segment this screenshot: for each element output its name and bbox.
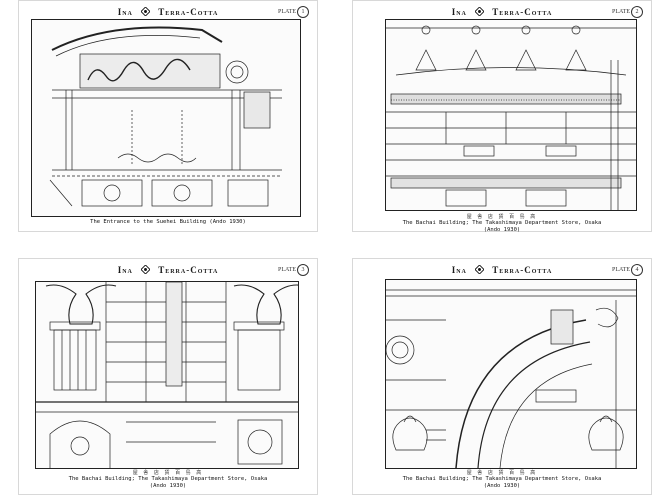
plate-header: Ina Terra-Cotta: [353, 7, 651, 17]
architectural-drawing: [385, 279, 637, 469]
plate-header: Ina Terra-Cotta: [19, 7, 317, 17]
logo-diamond-icon: [475, 7, 485, 16]
architectural-drawing: [31, 19, 301, 217]
header-left: Ina: [451, 7, 467, 17]
japanese-label: 屋 舎 店 貨 百 島 高: [466, 470, 538, 476]
architectural-drawing: [35, 281, 299, 469]
architectural-drawing: [385, 19, 637, 211]
header-left: Ina: [117, 265, 133, 275]
plate-caption: The Bachai Building; The Takashimaya Dep…: [402, 220, 602, 233]
japanese-label: 屋 舎 店 貨 百 島 高: [132, 470, 204, 476]
header-left: Ina: [117, 7, 133, 17]
header-right: Terra-Cotta: [492, 265, 553, 275]
plate-caption: The Bachai Building; The Takashimaya Dep…: [402, 476, 602, 489]
plate-header: Ina Terra-Cotta: [19, 265, 317, 275]
header-left: Ina: [451, 265, 467, 275]
header-right: Terra-Cotta: [158, 265, 219, 275]
logo-diamond-icon: [141, 265, 151, 274]
header-right: Terra-Cotta: [158, 7, 219, 17]
plate-caption: The Bachai Building; The Takashimaya Dep…: [68, 476, 268, 489]
plate-caption: The Entrance to the Suehei Building (And…: [90, 219, 246, 225]
header-right: Terra-Cotta: [492, 7, 553, 17]
japanese-label: 屋 舎 店 貨 百 島 高: [466, 214, 538, 220]
plate-header: Ina Terra-Cotta: [353, 265, 651, 275]
logo-diamond-icon: [141, 7, 151, 16]
logo-diamond-icon: [475, 265, 485, 274]
